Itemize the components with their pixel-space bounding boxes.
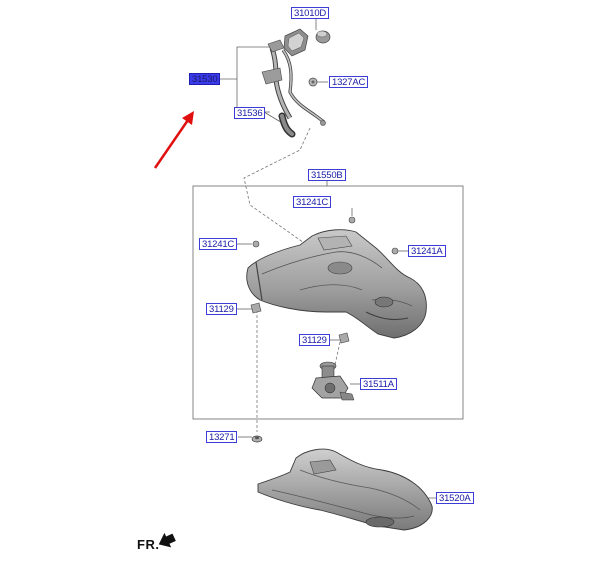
callout-31550b[interactable]: 31550B xyxy=(308,169,346,181)
callout-1327ac[interactable]: 1327AC xyxy=(329,76,369,88)
red-pointer-arrow-icon xyxy=(153,111,194,169)
callout-31241c-left[interactable]: 31241C xyxy=(199,238,238,250)
callout-31129-mid[interactable]: 31129 xyxy=(299,334,330,346)
callout-31530[interactable]: 31530 xyxy=(189,73,221,85)
bolt-1327ac xyxy=(308,77,318,87)
callout-31241c-top[interactable]: 31241C xyxy=(293,196,332,208)
callout-31520a[interactable]: 31520A xyxy=(436,492,474,504)
fuel-tank xyxy=(246,229,427,339)
leader-lines xyxy=(192,19,464,499)
direction-label: FR. xyxy=(137,537,160,552)
callout-13271[interactable]: 13271 xyxy=(206,431,238,443)
grommet-13271 xyxy=(251,435,263,443)
tank-fasteners xyxy=(250,216,399,344)
callout-31129-left[interactable]: 31129 xyxy=(206,303,237,315)
filler-neck-assembly xyxy=(261,28,326,138)
callout-31241a[interactable]: 31241A xyxy=(408,245,446,257)
forward-arrow-icon xyxy=(158,532,176,548)
callout-31511a[interactable]: 31511A xyxy=(360,378,397,390)
fuel-cap xyxy=(315,30,331,44)
heat-shield xyxy=(257,448,433,531)
callout-31010d[interactable]: 31010D xyxy=(291,7,330,19)
fuel-pump-module xyxy=(311,361,355,401)
callout-31536[interactable]: 31536 xyxy=(234,107,266,119)
